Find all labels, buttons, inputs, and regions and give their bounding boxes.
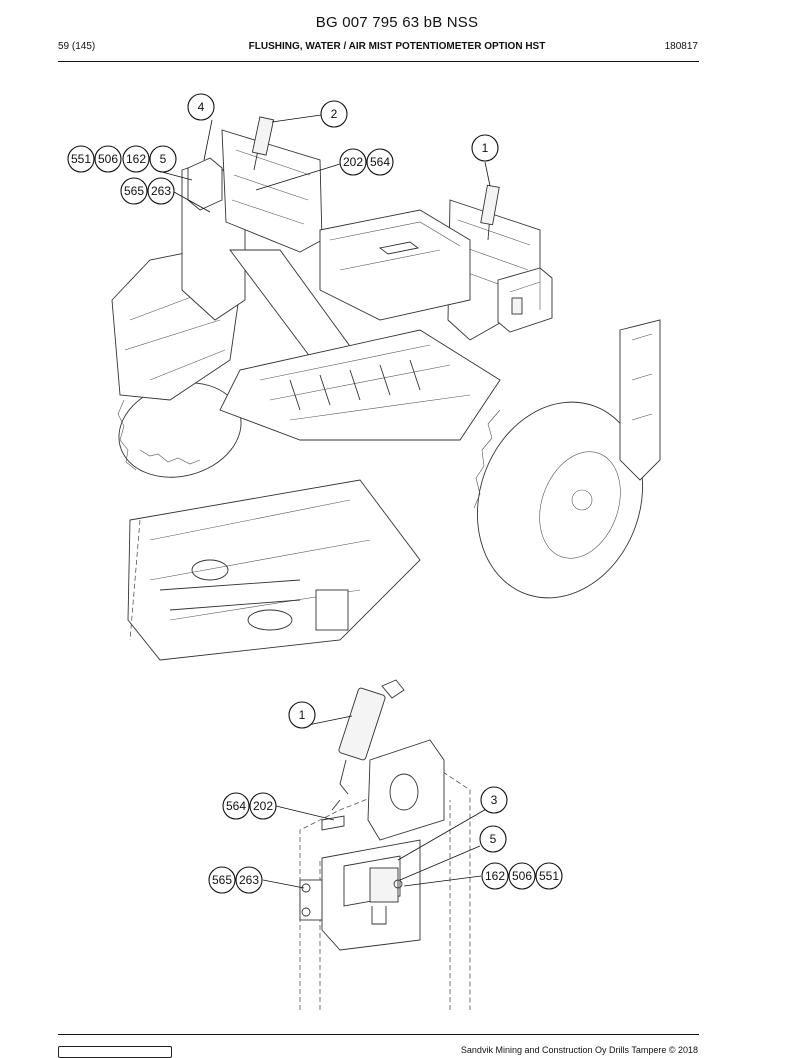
section-title: FLUSHING, WATER / AIR MIST POTENTIOMETER… xyxy=(248,41,546,52)
svg-text:162: 162 xyxy=(126,152,146,166)
callout-564-detail: 564 xyxy=(222,792,250,820)
callout-564: 564 xyxy=(366,148,394,176)
callout-506: 506 xyxy=(94,145,122,173)
company-logo xyxy=(58,1046,172,1058)
header-rule xyxy=(58,61,699,62)
callout-551-detail: 551 xyxy=(535,862,563,890)
svg-text:4: 4 xyxy=(198,100,205,114)
callout-565: 565 xyxy=(120,177,148,205)
svg-text:263: 263 xyxy=(151,184,171,198)
callout-506-detail: 506 xyxy=(508,862,536,890)
machine-frame-drawing xyxy=(111,116,661,661)
callout-551: 551 xyxy=(67,145,95,173)
svg-text:5: 5 xyxy=(490,832,497,846)
callout-5: 5 xyxy=(149,145,177,173)
svg-text:564: 564 xyxy=(370,155,390,169)
footer-copyright: Sandvik Mining and Construction Oy Drill… xyxy=(460,1045,698,1055)
svg-text:551: 551 xyxy=(71,152,91,166)
document-code: BG 007 795 63 bB NSS xyxy=(315,14,479,31)
callout-202-detail: 202 xyxy=(249,792,277,820)
page-number: 59 (145) xyxy=(58,41,96,52)
svg-text:551: 551 xyxy=(539,869,559,883)
callout-1-detail: 1 xyxy=(288,701,316,729)
svg-text:1: 1 xyxy=(482,141,489,155)
callout-263-detail: 263 xyxy=(235,866,263,894)
detail-drawing xyxy=(299,679,471,1010)
date-code: 180817 xyxy=(664,41,698,52)
svg-text:162: 162 xyxy=(485,869,505,883)
svg-text:5: 5 xyxy=(160,152,167,166)
callout-4: 4 xyxy=(187,93,215,121)
svg-text:202: 202 xyxy=(343,155,363,169)
svg-text:263: 263 xyxy=(239,873,259,887)
svg-text:3: 3 xyxy=(491,793,498,807)
svg-text:2: 2 xyxy=(331,107,338,121)
svg-text:1: 1 xyxy=(299,708,306,722)
svg-text:202: 202 xyxy=(253,799,273,813)
callout-565-detail: 565 xyxy=(208,866,236,894)
callout-162: 162 xyxy=(122,145,150,173)
callout-2: 2 xyxy=(320,100,348,128)
callout-263: 263 xyxy=(147,177,175,205)
footer-rule xyxy=(58,1034,699,1035)
callout-202: 202 xyxy=(339,148,367,176)
svg-text:564: 564 xyxy=(226,799,246,813)
callout-3-detail: 3 xyxy=(480,786,508,814)
svg-text:565: 565 xyxy=(212,873,232,887)
svg-text:506: 506 xyxy=(512,869,532,883)
callout-162-detail: 162 xyxy=(481,862,509,890)
svg-text:565: 565 xyxy=(124,184,144,198)
callout-5-detail: 5 xyxy=(479,825,507,853)
svg-text:506: 506 xyxy=(98,152,118,166)
callout-1: 1 xyxy=(471,134,499,162)
